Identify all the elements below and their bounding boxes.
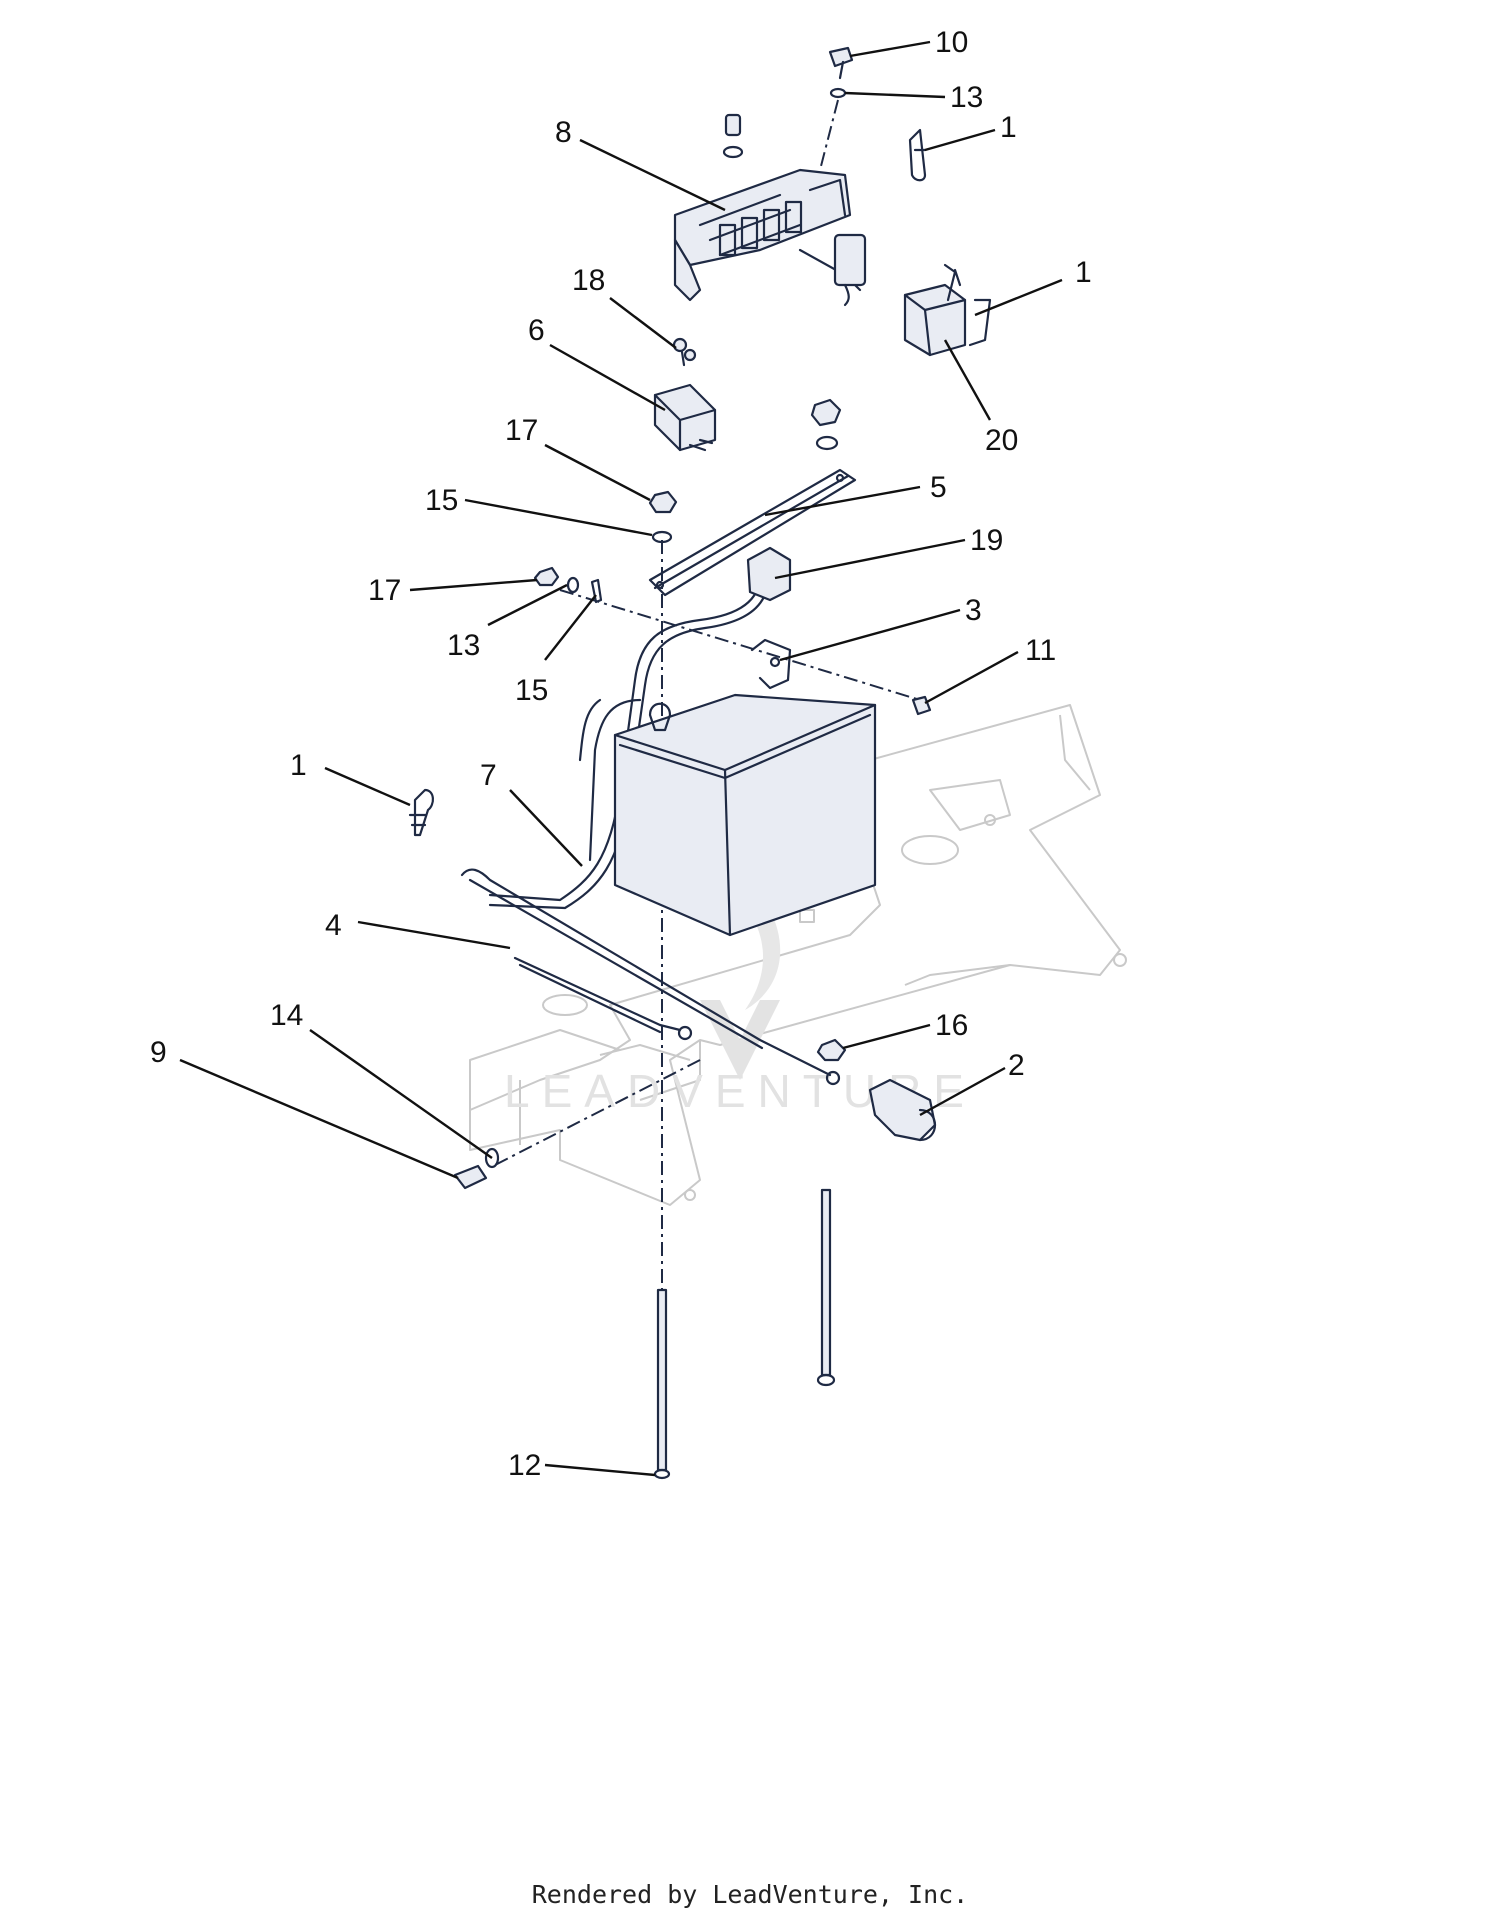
callout-1: 1 [290,749,307,782]
callout-15: 15 [425,484,458,517]
callout-15: 15 [515,674,548,707]
clip-1a-part [908,128,927,182]
terminal-boot-19-part [746,546,792,602]
callout-16: 16 [935,1009,968,1042]
callout-13: 13 [950,81,983,114]
clip-1c-part [408,788,434,837]
bracket-3-part [750,638,792,690]
callout-labels: 10 13 1 8 1 18 6 20 17 5 15 19 17 3 13 1… [150,26,1092,1482]
callout-6: 6 [528,314,545,347]
callout-13: 13 [447,629,480,662]
chassis-frame [469,704,1127,1206]
cable-7-part [488,573,770,910]
battery-part [613,693,877,937]
callout-4: 4 [325,909,342,942]
screw-18-part [672,337,697,367]
callout-17: 17 [368,574,401,607]
solenoid-20-part [903,263,992,357]
nut-part [810,398,842,451]
callout-20: 20 [985,424,1018,457]
nut-17a-part [648,490,678,544]
callout-12: 12 [508,1449,541,1482]
rod-12-part [653,1188,836,1480]
callout-14: 14 [270,999,303,1032]
terminal-boot-2-part [868,1078,937,1142]
nut-16-part [816,1038,847,1062]
fuse-block-part [673,168,867,307]
callout-8: 8 [555,116,572,149]
callout-2: 2 [1008,1049,1025,1082]
callout-9: 9 [150,1036,167,1069]
bolt-11-part [911,695,932,716]
callout-5: 5 [930,471,947,504]
assembly-centerlines [494,99,921,1295]
leader-lines [179,40,1063,1477]
hold-down-5-part [648,468,857,597]
callout-11: 11 [1025,634,1056,667]
callout-1: 1 [1075,256,1092,289]
callout-3: 3 [965,594,982,627]
footer-credit: Rendered by LeadVenture, Inc. [531,1880,969,1909]
callout-1: 1 [1000,111,1017,144]
callout-18: 18 [572,264,605,297]
callout-17: 17 [505,414,538,447]
callout-7: 7 [480,759,497,792]
screw-part [722,113,744,159]
cable-4-part [460,868,841,1086]
callout-10: 10 [935,26,968,59]
bolt-10-part [828,46,854,99]
relay-6-part [653,383,717,452]
callout-19: 19 [970,524,1003,557]
bolt-9-part [453,1147,500,1190]
